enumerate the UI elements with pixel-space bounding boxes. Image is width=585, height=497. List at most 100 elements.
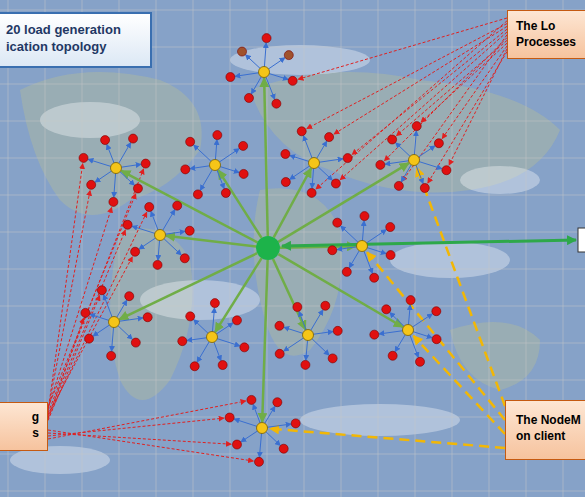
process-arrow [284, 327, 303, 333]
load-process-dot [247, 395, 256, 404]
grid-line [0, 380, 585, 381]
control-arrow [278, 254, 402, 327]
load-process-dot [275, 321, 284, 330]
process-arrow [212, 308, 214, 332]
grid-line [0, 417, 585, 418]
leader-line [385, 38, 507, 161]
load-process-dot [279, 444, 288, 453]
grid-line [489, 0, 490, 497]
load-process-dot [281, 150, 290, 159]
load-process-dot [240, 343, 249, 352]
load-process-dot [370, 273, 379, 282]
process-arrow [311, 310, 323, 331]
process-arrow [246, 55, 261, 69]
load-process-dot [325, 133, 334, 142]
load-process-dot [173, 201, 182, 210]
process-arrow [163, 210, 175, 231]
leader-line [48, 418, 224, 436]
leader-line [316, 21, 507, 189]
load-process-dot [131, 247, 140, 256]
grid-line [0, 10, 585, 11]
process-arrow [235, 73, 259, 77]
process-arrow [253, 405, 260, 424]
cloud [390, 242, 510, 278]
load-process-dot [87, 180, 96, 189]
grid-line [378, 0, 379, 497]
process-arrow [317, 141, 327, 158]
process-arrow [104, 295, 113, 317]
load-process-dot [382, 305, 391, 314]
process-arrow [88, 159, 111, 166]
process-arrow [164, 238, 181, 254]
control-arrow [264, 78, 268, 236]
load-process-dot [226, 73, 235, 82]
load-process-dot [342, 267, 351, 276]
load-process-dot [190, 362, 199, 371]
process-arrow [318, 166, 333, 180]
process-arrow [413, 332, 432, 338]
leader-line [48, 191, 90, 410]
leader-line [48, 230, 125, 416]
cloud [300, 404, 460, 436]
process-arrow [319, 159, 343, 162]
leader-line [417, 168, 505, 406]
control-arrow [273, 259, 305, 330]
control-arrow [262, 260, 267, 422]
leader-line [334, 26, 507, 134]
node-manager-hub [109, 317, 120, 328]
load-process-dot [432, 307, 441, 316]
process-arrow [117, 300, 127, 317]
load-process-dot [143, 313, 152, 322]
process-arrow [121, 164, 141, 167]
node-manager-hub [257, 423, 268, 434]
process-arrow [118, 325, 133, 339]
process-arrow [362, 221, 364, 241]
load-process-dot [238, 47, 247, 56]
box-label: The Lo Processes [516, 19, 583, 50]
load-process-dot [133, 184, 142, 193]
load-process-dot [376, 160, 385, 169]
load-process-dot [297, 127, 306, 136]
box-label: g s [29, 410, 39, 441]
grid-line [156, 0, 157, 497]
process-arrow [313, 332, 333, 335]
leader-line [413, 336, 505, 434]
process-arrow [412, 314, 432, 327]
grid-line [0, 491, 585, 492]
load-process-dot [239, 169, 248, 178]
process-arrow [251, 76, 261, 93]
title-box: 20 load generation ication topology [0, 12, 152, 68]
process-arrow [215, 140, 217, 160]
process-arrow [265, 407, 275, 424]
load-process-dot [420, 183, 429, 192]
load-process-dot [101, 136, 110, 145]
process-arrow [266, 431, 280, 445]
load-process-dot [186, 312, 195, 321]
node-manager-hub [155, 230, 166, 241]
load-process-dot [254, 457, 263, 466]
process-arrow [349, 250, 359, 267]
process-arrow [197, 341, 209, 362]
load-process-dot [109, 197, 118, 206]
load-process-dot [97, 286, 106, 295]
load-process-dot [81, 308, 90, 317]
load-process-dot [406, 296, 415, 305]
process-arrow [299, 312, 306, 331]
leader-line [48, 430, 253, 461]
load-process-dot [328, 354, 337, 363]
load-process-dot [291, 419, 300, 428]
leader-line [402, 35, 507, 181]
load-process-dot [79, 153, 88, 162]
process-arrow [408, 305, 410, 325]
load-process-dot [281, 178, 290, 187]
load-process-dot [412, 122, 421, 131]
load-process-dot [262, 34, 271, 43]
node-manager-hub [357, 241, 368, 252]
process-arrow [165, 231, 185, 234]
callout-box: g s [0, 402, 48, 451]
load-process-dot [432, 335, 441, 344]
control-arrow [278, 163, 409, 242]
process-arrow [158, 240, 160, 260]
